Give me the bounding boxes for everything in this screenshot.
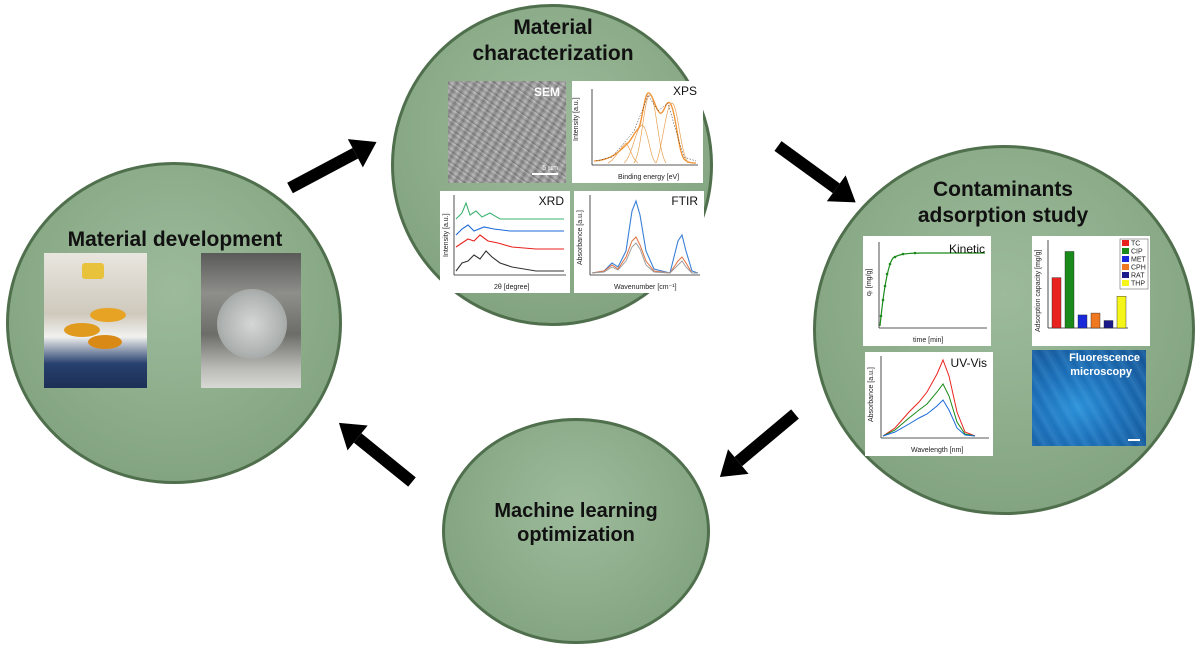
uvvis-label: UV-Vis xyxy=(950,356,987,370)
ftir-chart: Absorbance [a.u.] Wavenumber [cm⁻¹] xyxy=(577,195,700,291)
sem-label: SEM xyxy=(533,85,560,99)
legend-swatch-tc xyxy=(1122,240,1129,246)
xps-label: XPS xyxy=(672,84,697,98)
legend-label-cph: CPH xyxy=(1131,265,1146,272)
capacity-ylabel: Adsorption capacity [mg/g] xyxy=(1035,249,1042,332)
arrow-study-to-ml xyxy=(719,409,799,477)
capacity-bar-cph xyxy=(1090,312,1101,329)
legend-swatch-cph xyxy=(1122,264,1129,270)
ftir-ylabel: Absorbance [a.u.] xyxy=(577,210,584,265)
xrd-label: XRD xyxy=(538,194,564,208)
legend-swatch-cip xyxy=(1122,248,1129,254)
capacity-bar-rat xyxy=(1103,320,1114,329)
sem-scale-bar-label: 5 µm xyxy=(542,165,558,172)
arrow-characterization-to-study xyxy=(774,141,856,203)
legend-swatch-thp xyxy=(1122,280,1129,286)
fluorescence-label-line2: microscopy xyxy=(1070,366,1132,378)
sem-panel: SEM 5 µm xyxy=(448,81,566,183)
legend-label-thp: THP xyxy=(1131,281,1145,288)
hotplate-photo xyxy=(44,253,147,388)
kinetic-chart: qₜ [mg/g] time [min] xyxy=(866,242,987,344)
kinetic-label: Kinetic xyxy=(948,242,985,256)
material-development-title: Material development xyxy=(67,228,283,251)
xps-chart: Intensity [a.u.] Binding energy [eV] xyxy=(573,89,698,181)
uvvis-xlabel: Wavelength [nm] xyxy=(911,447,963,454)
ml-title-line1: Machine learning xyxy=(494,500,658,522)
uvvis-chart: Absorbance [a.u.] Wavelength [nm] xyxy=(868,356,989,454)
xrd-xlabel: 2θ [degree] xyxy=(494,284,529,291)
machine-learning-node xyxy=(442,418,710,644)
kinetic-xlabel: time [min] xyxy=(913,337,943,344)
legend-label-rat: RAT xyxy=(1131,273,1145,280)
ftir-xlabel: Wavenumber [cm⁻¹] xyxy=(614,284,677,291)
ml-title-line2: optimization xyxy=(517,524,635,546)
xps-xlabel: Binding energy [eV] xyxy=(618,174,679,181)
capacity-bar-tc xyxy=(1051,277,1062,329)
ftir-label: FTIR xyxy=(671,194,698,208)
contaminants-title-line2: adsorption study xyxy=(917,204,1089,227)
capacity-bar-cip xyxy=(1064,251,1075,329)
capacity-bar-thp xyxy=(1116,296,1127,329)
contaminants-title-line1: Contaminants xyxy=(932,178,1073,201)
film-photo xyxy=(201,253,301,388)
xrd-chart: Intensity [a.u.] 2θ [degree] xyxy=(443,195,566,291)
legend-label-tc: TC xyxy=(1131,241,1140,248)
xps-panel: Intensity [a.u.] Binding energy [eV] XPS xyxy=(572,81,703,183)
capacity-chart: Adsorption capacity [mg/g] TCCIPMETCPHRA… xyxy=(1035,238,1149,332)
xrd-ylabel: Intensity [a.u.] xyxy=(443,213,450,257)
xrd-panel: Intensity [a.u.] 2θ [degree] XRD xyxy=(440,191,570,293)
legend-swatch-rat xyxy=(1122,272,1129,278)
arrow-ml-to-development xyxy=(338,422,416,487)
xps-ylabel: Intensity [a.u.] xyxy=(573,97,580,141)
fluorescence-panel: Fluorescence microscopy xyxy=(1032,350,1146,446)
legend-swatch-met xyxy=(1122,256,1129,262)
fluorescence-label-line1: Fluorescence xyxy=(1069,352,1140,364)
capacity-bar-met xyxy=(1077,314,1088,329)
uvvis-ylabel: Absorbance [a.u.] xyxy=(868,367,875,422)
arrow-development-to-characterization xyxy=(287,139,377,194)
kinetic-ylabel: qₜ [mg/g] xyxy=(866,269,873,296)
kinetic-panel: qₜ [mg/g] time [min] Kinetic xyxy=(863,236,991,346)
uvvis-panel: Absorbance [a.u.] Wavelength [nm] UV-Vis xyxy=(865,352,993,456)
ftir-panel: Absorbance [a.u.] Wavenumber [cm⁻¹] FTIR xyxy=(574,191,704,293)
characterization-title-line2: characterization xyxy=(472,42,634,65)
legend-label-met: MET xyxy=(1131,257,1147,264)
legend-label-cip: CIP xyxy=(1131,249,1143,256)
characterization-title-line1: Material xyxy=(513,16,593,39)
